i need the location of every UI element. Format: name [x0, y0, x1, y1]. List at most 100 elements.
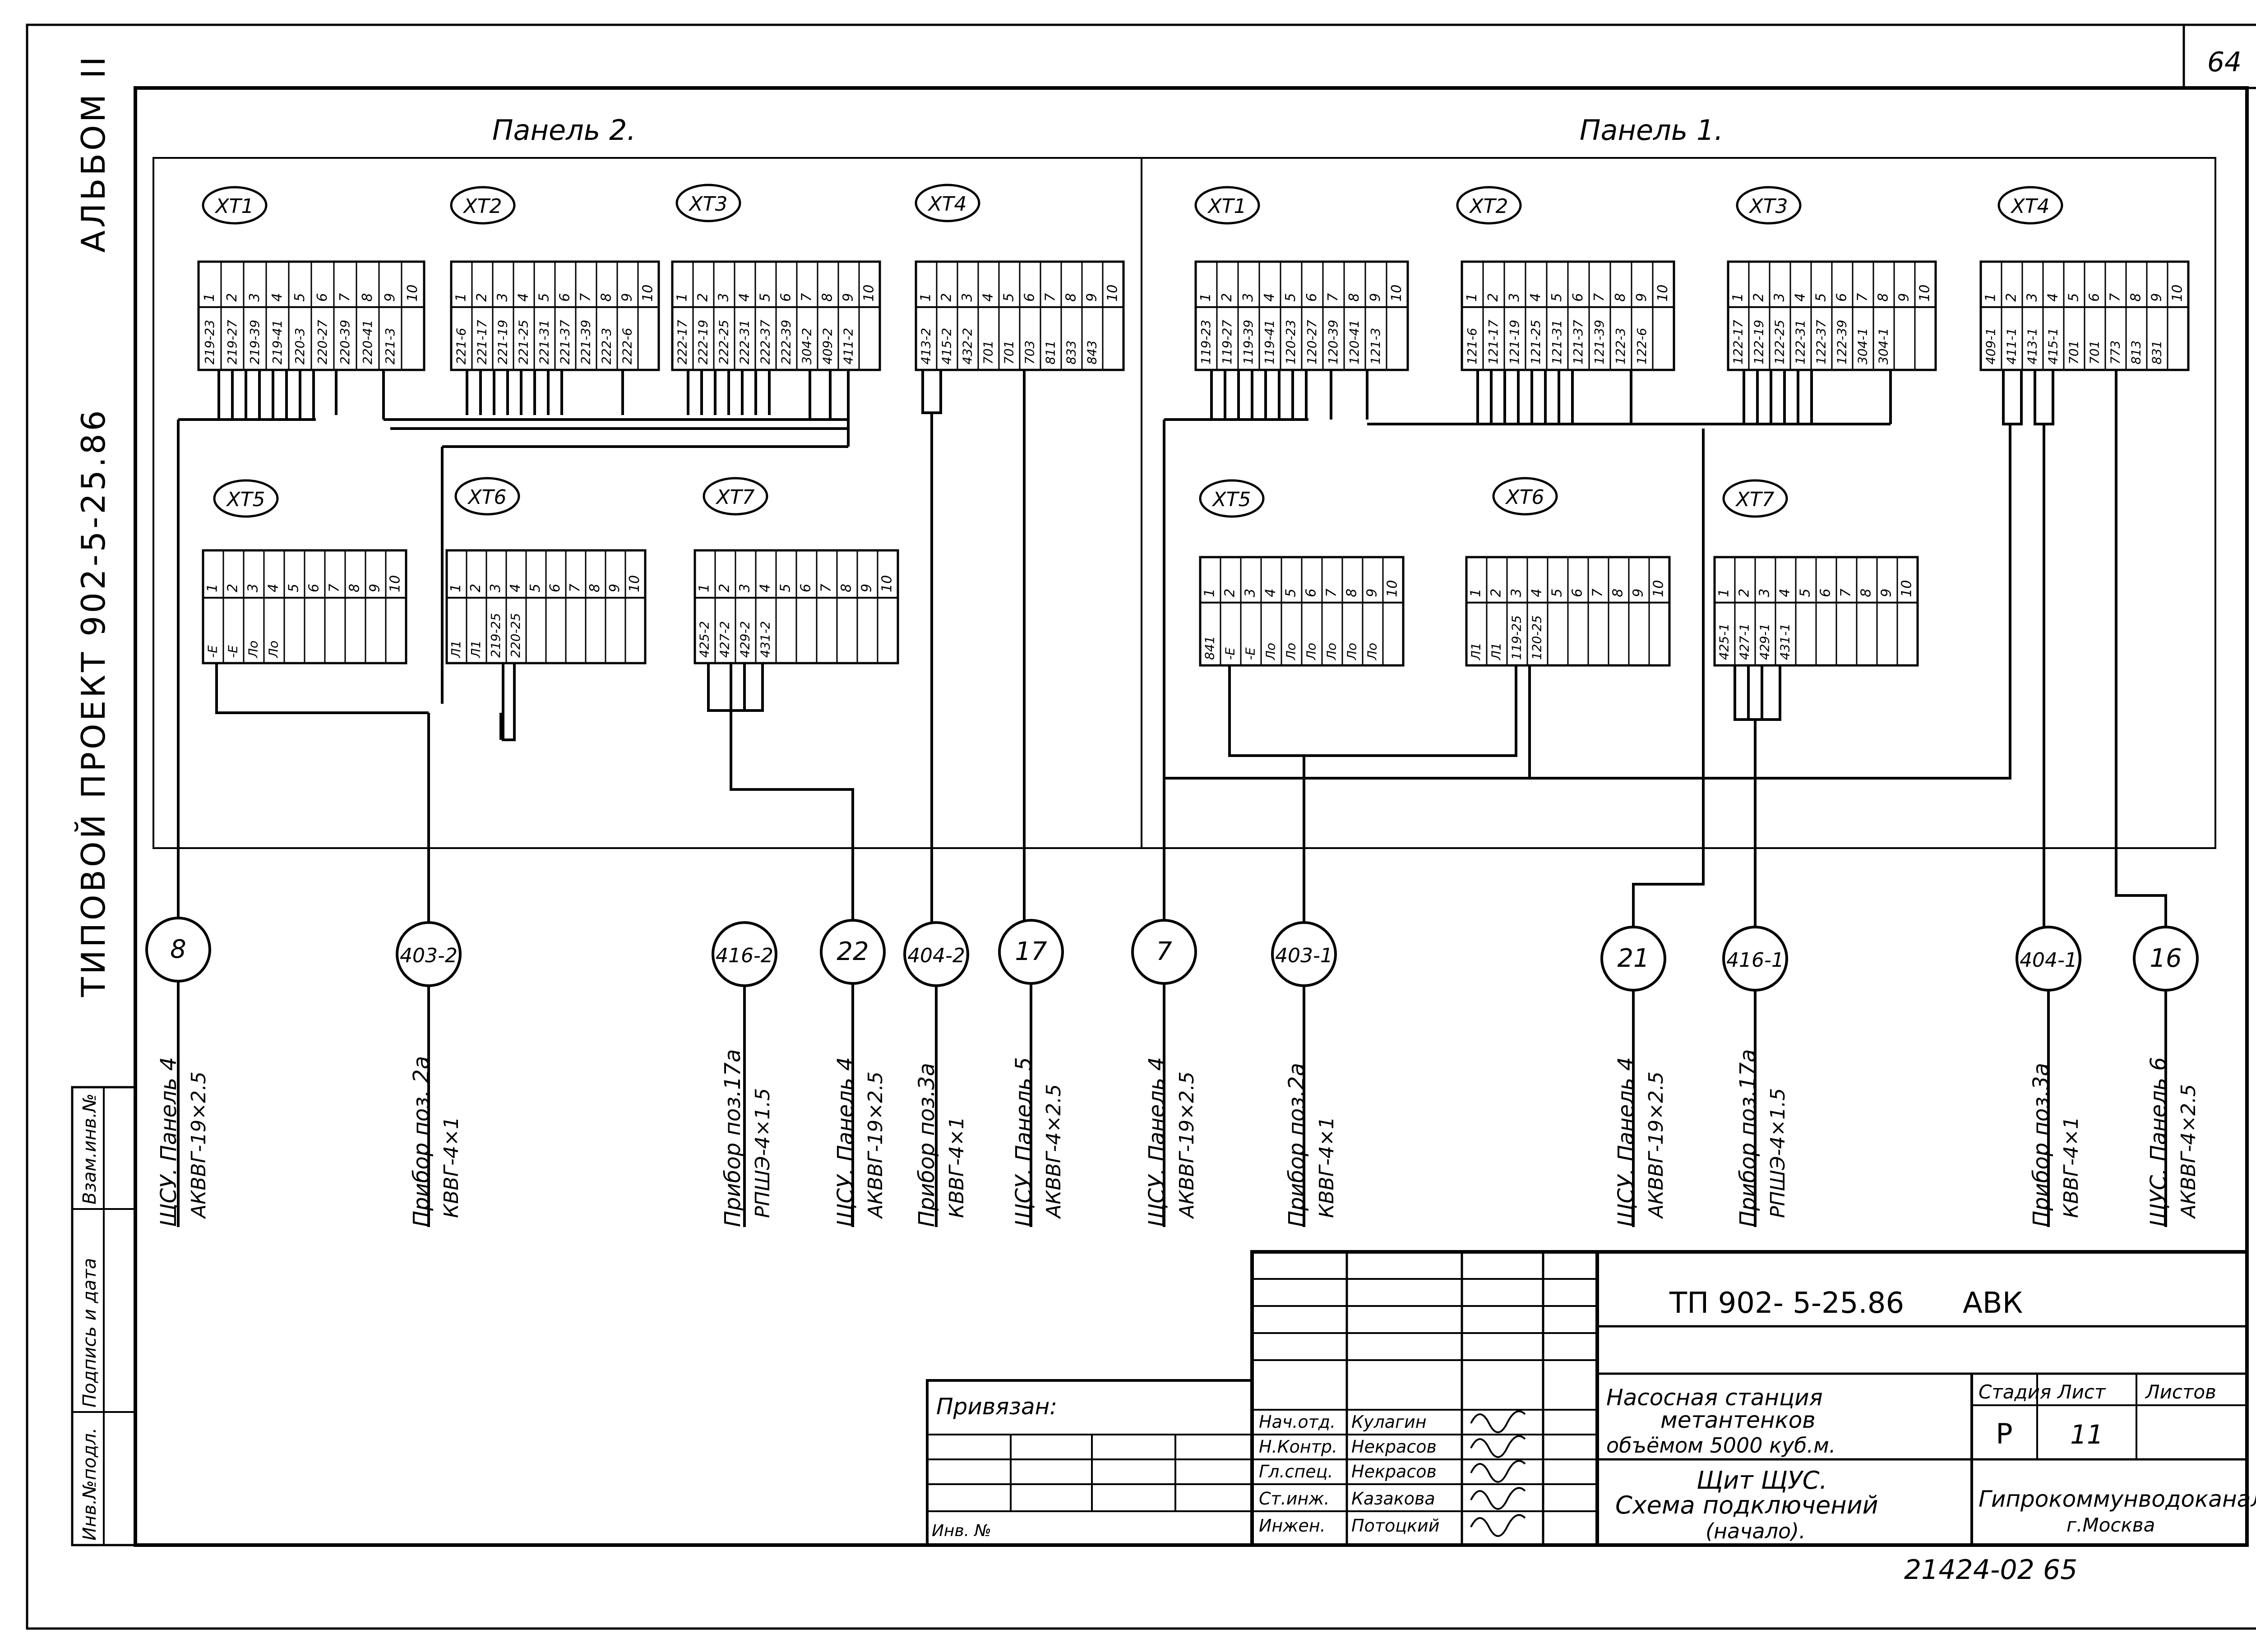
- terminal-number: 6: [1304, 293, 1320, 302]
- terminal-number: 6: [1834, 293, 1849, 302]
- terminal-number: 6: [1022, 293, 1037, 302]
- terminal-number: 4: [266, 584, 282, 592]
- terminal-number: 8: [347, 584, 363, 592]
- side-stamp-label: Инв.№подл.: [79, 1427, 100, 1541]
- description-line: метантенков: [1660, 1407, 1816, 1433]
- binding-label: Привязан:: [936, 1394, 1057, 1420]
- terminal-number: 8: [1346, 293, 1362, 302]
- terminal-wire-code: Л1: [468, 640, 483, 658]
- terminal-number: 10: [388, 575, 403, 592]
- cable-id: 7: [1156, 937, 1172, 966]
- terminal-number: 8: [1063, 293, 1079, 302]
- terminal-wire-code: 425-2: [697, 621, 712, 658]
- terminal-wire-code: 841: [1202, 636, 1217, 660]
- terminal-wire-code: 219-23: [202, 320, 217, 365]
- terminal-wire-code: 831: [2149, 341, 2164, 365]
- sheets-header: Листов: [2145, 1381, 2216, 1403]
- terminal-number: 7: [799, 293, 814, 302]
- terminal-wire-code: 122-37: [1813, 320, 1828, 365]
- terminal-wire-code: 701: [980, 341, 995, 365]
- cable-id: 22: [837, 937, 869, 966]
- terminal-number: 3: [1757, 589, 1773, 597]
- terminal-number: 6: [798, 584, 814, 592]
- terminal-number: 4: [1792, 293, 1808, 302]
- terminal-wire-code: 220-27: [315, 320, 330, 365]
- cable-type: АКВВГ-4×2.5: [1042, 1084, 1065, 1219]
- terminal-wire-code: 701: [2066, 341, 2081, 365]
- terminal-wire-code: 425-1: [1717, 623, 1732, 660]
- terminal-number: 3: [245, 584, 261, 592]
- terminal-number: 1: [1730, 293, 1746, 302]
- terminal-wire-code: 119-27: [1220, 320, 1234, 365]
- cable-id: 416-2: [716, 944, 773, 967]
- terminal-wire-code: 431-2: [758, 621, 773, 658]
- terminal-block-marker: [454, 477, 520, 516]
- terminal-wire-code: 220-39: [337, 320, 352, 365]
- project-label: ТИПОВОЙ ПРОЕКТ 902-5-25.86: [74, 408, 112, 998]
- terminal-number: 6: [306, 584, 322, 592]
- terminal-number: 3: [247, 293, 263, 302]
- terminal-wire-code: 122-25: [1772, 320, 1787, 365]
- cable-id: 404-2: [907, 944, 965, 967]
- terminal-wire-code: 120-23: [1283, 320, 1298, 365]
- terminal-number: 4: [508, 584, 523, 592]
- terminal-wire-code: 122-3: [1613, 328, 1628, 365]
- terminal-wire-code: -Е: [1223, 647, 1238, 660]
- terminal-number: 1: [1468, 589, 1484, 597]
- binding-frame: [926, 1379, 1253, 1546]
- terminal-wire-code: Ло: [1324, 643, 1339, 660]
- terminal-wire-code: Л1: [448, 640, 463, 658]
- terminal-number: 3: [1240, 293, 1256, 302]
- terminal-wire-code: 122-19: [1751, 320, 1766, 365]
- terminal-number: 1: [1202, 589, 1218, 597]
- terminal-wire-code: 222-37: [758, 320, 772, 365]
- terminal-wire-code: Ло: [1284, 643, 1299, 660]
- terminal-number: 1: [1716, 589, 1732, 597]
- wire-path: [177, 418, 316, 952]
- terminal-number: 6: [1304, 589, 1319, 597]
- cable-id: 17: [1015, 937, 1047, 966]
- description-line: Щит ЩУС.: [1697, 1466, 1827, 1495]
- cable-type: РПШЭ-4×1.5: [1766, 1088, 1789, 1218]
- wire-path: [687, 370, 850, 447]
- terminal-wire-code: 409-2: [820, 328, 835, 365]
- terminal-number: 5: [286, 584, 302, 592]
- terminal-wire-code: 219-27: [225, 320, 240, 365]
- terminal-block-marker: [1456, 186, 1522, 225]
- terminal-wire-code: 121-39: [1592, 320, 1607, 365]
- cable-type: АКВВГ-4×2.5: [2177, 1084, 2200, 1219]
- cable-type: АКВВГ-19×2.5: [864, 1071, 887, 1219]
- album-label: АЛЬБОМ II: [74, 54, 112, 253]
- wire-path: [215, 663, 430, 952]
- terminal-wire-code: 415-1: [2045, 328, 2060, 365]
- document-code: ТП 902- 5-25.86: [1669, 1287, 1904, 1320]
- terminal-number: 4: [1263, 589, 1279, 597]
- signature-mark: [1470, 1460, 1526, 1483]
- terminal-number: 3: [1771, 293, 1787, 302]
- terminal-number: 1: [1983, 293, 1998, 302]
- terminal-number: 9: [1634, 293, 1650, 302]
- terminal-wire-code: 122-39: [1834, 320, 1849, 365]
- terminal-number: 6: [547, 584, 563, 592]
- terminal-wire-code: 121-17: [1486, 320, 1501, 365]
- cable-destination: Прибор поз.3а: [914, 1063, 939, 1227]
- terminal-number: 9: [1084, 293, 1100, 302]
- cable-type: АКВВГ-19×2.5: [1645, 1071, 1668, 1219]
- terminal-number: 5: [536, 293, 552, 302]
- terminal-wire-code: 221-25: [516, 320, 531, 365]
- signatory-role: Ст.инж.: [1259, 1489, 1330, 1509]
- terminal-number: 10: [879, 575, 895, 592]
- terminal-number: 9: [619, 293, 635, 302]
- side-stamp-label: Взам.инв.№: [79, 1094, 100, 1204]
- signatory-name: Казакова: [1351, 1489, 1435, 1509]
- terminal-wire-code: 221-19: [495, 320, 510, 365]
- terminal-number: 1: [697, 584, 712, 592]
- terminal-number: 9: [840, 293, 856, 302]
- terminal-number: 3: [737, 584, 753, 592]
- terminal-wire-code: 222-31: [737, 320, 752, 365]
- terminal-number: 1: [1198, 293, 1214, 302]
- cable-id: 21: [1617, 944, 1649, 973]
